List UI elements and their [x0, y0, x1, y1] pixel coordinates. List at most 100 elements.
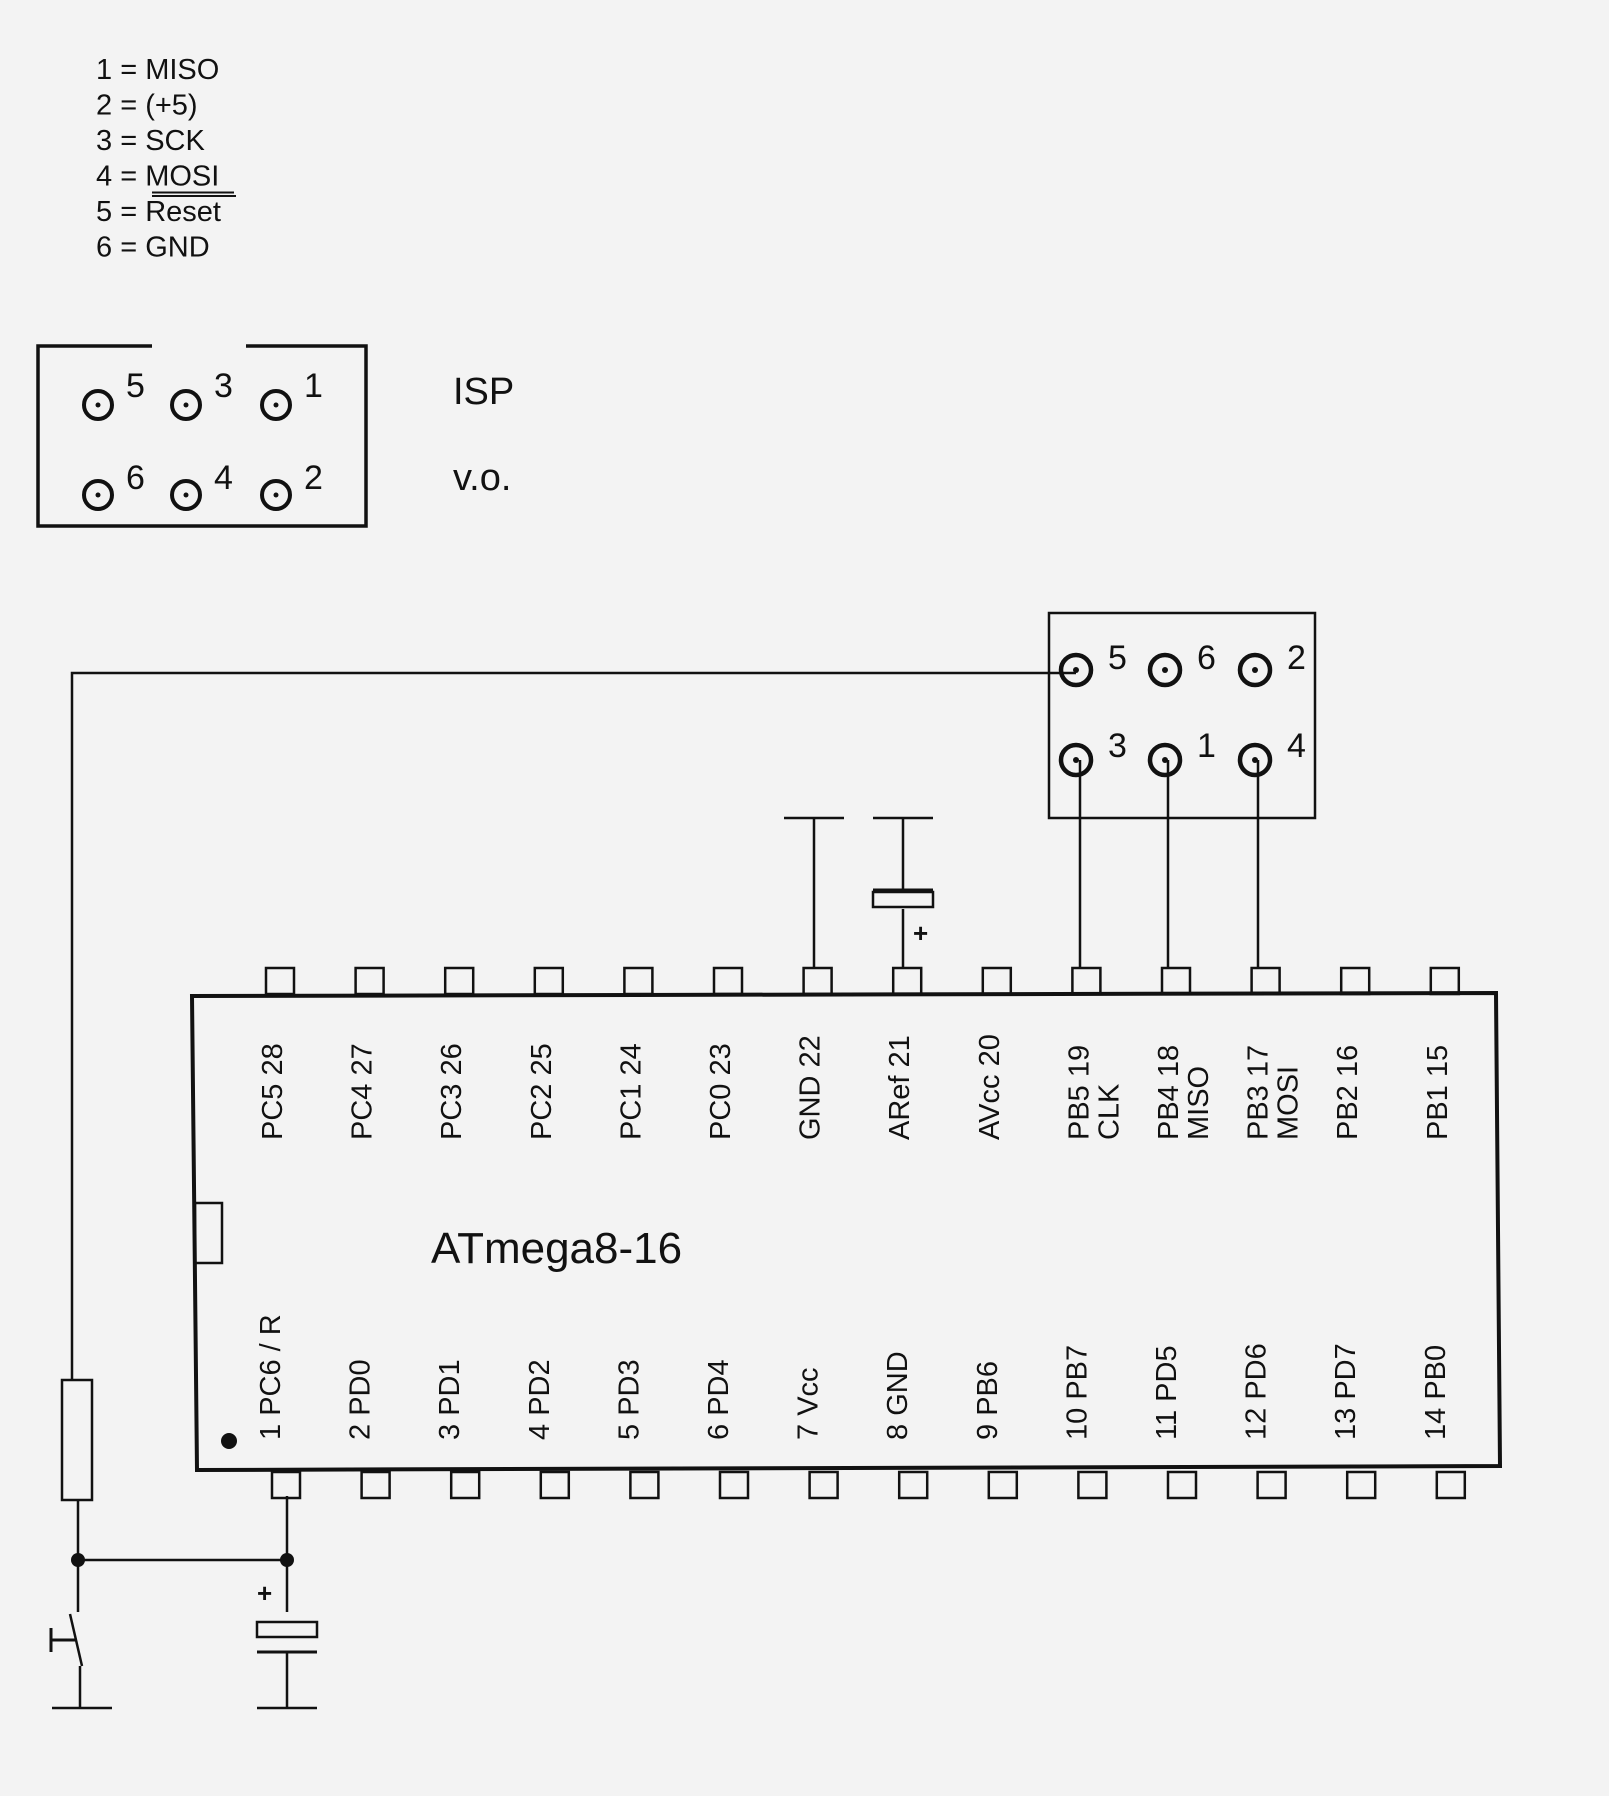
pin-number: 14: [1420, 1408, 1452, 1440]
pin-number: 22: [795, 1035, 827, 1067]
header-pin-label: 5: [126, 367, 145, 405]
pcb-pin-center: [1162, 667, 1168, 673]
legend-item-6: 6 = GND: [96, 232, 210, 264]
pin-number: 8: [882, 1424, 914, 1440]
pin-name: PB2: [1332, 1085, 1364, 1140]
pin-name: PD4: [703, 1359, 735, 1415]
pin-name: GND: [882, 1351, 914, 1415]
pin-number: 23: [705, 1043, 737, 1075]
top-pin-label-17: PB3 17: [1243, 1045, 1275, 1140]
legend-pin-name: GND: [145, 232, 209, 264]
top-pad-pin-19: [1071, 966, 1102, 996]
header-pin-center: [273, 492, 279, 498]
bottom-pad-pin-9: [987, 1470, 1019, 1500]
pcb-connector-outline: [1047, 611, 1317, 820]
header-pin-label: 3: [214, 367, 233, 405]
pin-number: 18: [1153, 1045, 1185, 1077]
pin-name: GND: [795, 1076, 827, 1140]
pin-number: 3: [434, 1424, 466, 1440]
legend-pin-name: SCK: [145, 125, 205, 157]
pin-number: 1: [255, 1424, 287, 1440]
header-pin-center: [95, 402, 101, 408]
pcb-pin-2: [1237, 652, 1273, 688]
pcb-pin-label: 2: [1287, 639, 1306, 677]
pin-name: PD2: [524, 1359, 556, 1415]
legend-equals: =: [112, 196, 145, 228]
bottom-pin-label-13: 13 PD7: [1330, 1343, 1362, 1440]
pin-name: PC1: [615, 1084, 647, 1140]
bottom-pad-pin-2: [360, 1470, 391, 1500]
pin-number: 19: [1063, 1045, 1095, 1077]
pin-name: PD0: [345, 1359, 377, 1415]
top-pin-label-19: PB5 19: [1063, 1045, 1095, 1140]
reset-pushbutton: [49, 1628, 76, 1652]
bottom-pad-pin-4: [539, 1470, 571, 1500]
pcb-pin-label: 5: [1108, 639, 1127, 677]
bottom-pad-pin-1: [270, 1470, 302, 1500]
aref-cap-plate: [871, 890, 935, 909]
pcb-pin-3: [1058, 742, 1094, 778]
top-pin-label-20: AVcc 20: [974, 1034, 1006, 1140]
pin-name: PD7: [1330, 1343, 1362, 1399]
junction-dot-right: [280, 1553, 294, 1567]
legend-pin-number: 3: [96, 125, 112, 157]
header-pin-label: 1: [304, 367, 323, 405]
pin-name: PC6 / R: [255, 1314, 287, 1416]
bottom-pad-pin-6: [718, 1470, 750, 1500]
chip-name: ATmega8-16: [431, 1224, 682, 1273]
legend-equals: =: [112, 125, 145, 157]
top-pin-label-28: PC5 28: [257, 1043, 289, 1140]
top-pad-pin-26: [443, 966, 475, 996]
pin-number: 28: [257, 1043, 289, 1075]
reset-pullup-resistor: [60, 1378, 94, 1502]
header-pin-label: 6: [126, 459, 145, 497]
pin-number: 20: [974, 1034, 1006, 1066]
pin-number: 16: [1332, 1045, 1364, 1077]
pin-name: PC0: [705, 1084, 737, 1140]
reset-capacitor: +: [255, 1578, 319, 1654]
header-pin-1: [260, 389, 292, 421]
aref-capacitor: +: [871, 888, 935, 948]
pin-number: 2: [345, 1424, 377, 1440]
reset-cap-polarity: +: [257, 1578, 272, 1608]
pin-name: ARef: [884, 1075, 916, 1140]
legend-equals: =: [112, 90, 145, 122]
pcb-pin-center: [1073, 757, 1079, 763]
legend-pin-name: MISO: [145, 54, 219, 86]
bottom-pad-pin-7: [808, 1470, 839, 1500]
top-pin-function-18: MISO: [1183, 1066, 1215, 1140]
bottom-pin-label-8: 8 GND: [882, 1351, 914, 1440]
pin-number: 6: [703, 1424, 735, 1440]
header-pin-6: [82, 479, 114, 511]
top-pin-label-16: PB2 16: [1332, 1045, 1364, 1140]
header-pin-2: [260, 479, 292, 511]
bottom-pad-pin-3: [449, 1470, 481, 1500]
bottom-pin-label-3: 3 PD1: [434, 1359, 466, 1440]
pin-name: PB6: [972, 1361, 1004, 1416]
pin-number: 4: [524, 1424, 556, 1440]
pin-name: Vcc: [793, 1367, 825, 1415]
top-pad-pin-18: [1160, 966, 1192, 996]
top-pad-pin-27: [354, 966, 385, 996]
header-pin-5: [82, 389, 114, 421]
legend-item-3: 3 = SCK: [96, 125, 205, 157]
legend-item-1: 1 = MISO: [96, 54, 219, 86]
isp-title: ISP: [453, 371, 514, 413]
legend-pin-number: 5: [96, 196, 112, 228]
pin-number: 17: [1243, 1045, 1275, 1077]
pcb-pin-label: 4: [1287, 727, 1306, 765]
header-pin-label: 4: [214, 459, 233, 497]
isp-header-outline: [36, 344, 368, 528]
legend-pin-number: 2: [96, 90, 112, 122]
isp-view-note: v.o.: [453, 457, 511, 499]
header-pin-3: [170, 389, 202, 421]
pcb-pin-center: [1252, 757, 1258, 763]
header-pin-center: [183, 492, 189, 498]
legend-pin-name: (+5): [145, 90, 197, 122]
